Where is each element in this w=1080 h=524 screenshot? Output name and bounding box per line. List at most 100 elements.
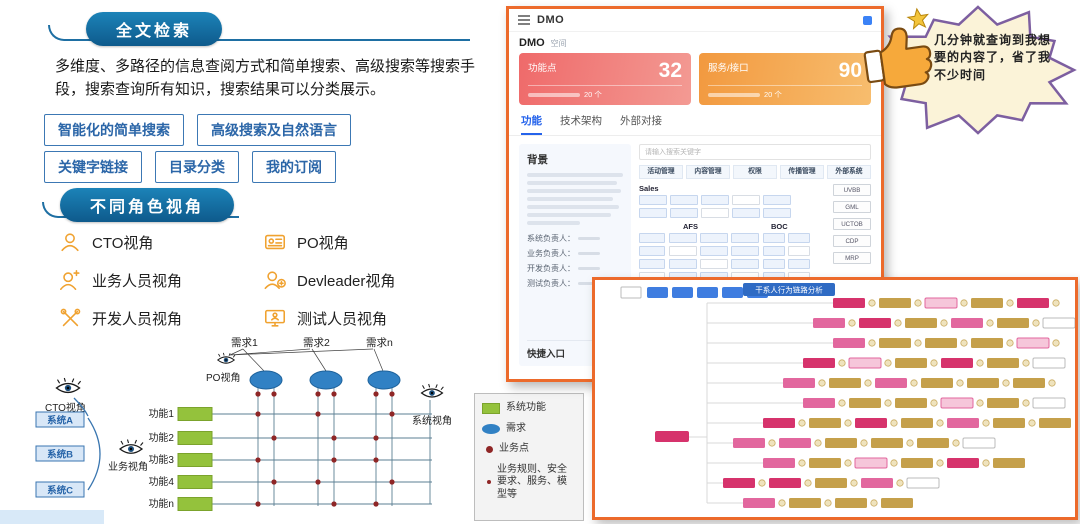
tree-node[interactable] <box>993 418 1025 428</box>
tree-node[interactable] <box>813 318 845 328</box>
org-node-box[interactable] <box>700 246 728 256</box>
tree-node[interactable] <box>1032 397 1066 409</box>
tree-node[interactable] <box>789 498 821 508</box>
tab-0[interactable]: 功能 <box>521 113 542 135</box>
user-avatar[interactable] <box>863 15 872 25</box>
toolbar-button[interactable] <box>647 287 668 298</box>
tree-node[interactable] <box>895 398 927 408</box>
tree-node[interactable] <box>940 397 974 409</box>
tree-node[interactable] <box>733 438 765 448</box>
org-node-box[interactable] <box>670 208 698 218</box>
tree-node[interactable] <box>1042 317 1076 329</box>
tree-node[interactable] <box>901 418 933 428</box>
org-node-box[interactable] <box>788 233 810 243</box>
tree-node[interactable] <box>901 458 933 468</box>
tree-root-node[interactable] <box>655 431 689 442</box>
tree-node[interactable] <box>1032 357 1066 369</box>
org-node-box[interactable] <box>700 233 728 243</box>
org-node-box[interactable] <box>669 259 697 269</box>
tree-node[interactable] <box>962 437 996 449</box>
org-node-box[interactable] <box>788 246 810 256</box>
tree-node[interactable] <box>833 338 865 348</box>
tree-node[interactable] <box>723 478 755 488</box>
org-node-box[interactable] <box>731 246 759 256</box>
menu-icon[interactable] <box>518 15 530 25</box>
org-node-box[interactable] <box>731 259 759 269</box>
tree-node[interactable] <box>743 498 775 508</box>
org-node-box[interactable] <box>763 233 785 243</box>
tree-node[interactable] <box>783 378 815 388</box>
tree-node[interactable] <box>951 318 983 328</box>
tree-node[interactable] <box>848 357 882 369</box>
org-node-box[interactable] <box>639 208 667 218</box>
tree-node[interactable] <box>871 438 903 448</box>
selected-node[interactable] <box>743 283 835 296</box>
org-node-box[interactable] <box>763 259 785 269</box>
tree-node[interactable] <box>875 378 907 388</box>
tree-node[interactable] <box>861 478 893 488</box>
tree-node[interactable] <box>849 398 881 408</box>
org-node-box[interactable] <box>732 208 760 218</box>
tree-node[interactable] <box>809 458 841 468</box>
toolbar-button[interactable] <box>620 286 642 299</box>
org-node-box[interactable] <box>763 195 791 205</box>
tree-node[interactable] <box>829 378 861 388</box>
org-node-box[interactable] <box>639 233 665 243</box>
tree-node[interactable] <box>925 338 957 348</box>
org-external-system[interactable]: UVBB <box>833 184 871 196</box>
tree-node[interactable] <box>763 418 795 428</box>
tree-node[interactable] <box>987 398 1019 408</box>
tree-node[interactable] <box>859 318 891 328</box>
tree-node[interactable] <box>971 298 1003 308</box>
tree-node[interactable] <box>833 298 865 308</box>
tree-node[interactable] <box>855 418 887 428</box>
tree-node[interactable] <box>803 398 835 408</box>
tree-node[interactable] <box>971 338 1003 348</box>
org-node-box[interactable] <box>731 233 759 243</box>
tree-node[interactable] <box>879 338 911 348</box>
tree-node[interactable] <box>947 458 979 468</box>
tree-node[interactable] <box>769 478 801 488</box>
tree-node[interactable] <box>917 438 949 448</box>
tree-node[interactable] <box>921 378 953 388</box>
org-external-system[interactable]: GML <box>833 201 871 213</box>
tree-node[interactable] <box>947 418 979 428</box>
toolbar-button[interactable] <box>697 287 718 298</box>
tree-node[interactable] <box>835 498 867 508</box>
tab-1[interactable]: 技术架构 <box>560 115 602 127</box>
tree-node[interactable] <box>854 457 888 469</box>
toolbar-button[interactable] <box>722 287 743 298</box>
tree-node[interactable] <box>997 318 1029 328</box>
org-node-box[interactable] <box>670 195 698 205</box>
org-node-box[interactable] <box>639 259 665 269</box>
quick-entry-link[interactable]: 快捷入口 <box>527 340 623 360</box>
tree-node[interactable] <box>906 477 940 489</box>
toolbar-button[interactable] <box>672 287 693 298</box>
org-node-box[interactable] <box>763 246 785 256</box>
tree-node[interactable] <box>763 458 795 468</box>
tree-node[interactable] <box>825 438 857 448</box>
tree-node[interactable] <box>987 358 1019 368</box>
org-node-box[interactable] <box>732 195 760 205</box>
org-node-box[interactable] <box>639 246 665 256</box>
tree-node[interactable] <box>1017 298 1049 308</box>
tree-node[interactable] <box>815 478 847 488</box>
org-external-system[interactable]: CDP <box>833 235 871 247</box>
tree-node[interactable] <box>924 297 958 309</box>
org-node-box[interactable] <box>700 259 728 269</box>
org-node-box[interactable] <box>701 208 729 218</box>
org-node-box[interactable] <box>763 208 791 218</box>
tree-node[interactable] <box>879 298 911 308</box>
tree-node[interactable] <box>779 438 811 448</box>
org-external-system[interactable]: UCTOB <box>833 218 871 230</box>
tree-node[interactable] <box>941 358 973 368</box>
org-node-box[interactable] <box>639 195 667 205</box>
tree-node[interactable] <box>881 498 913 508</box>
search-input[interactable]: 请输入搜索关键字 <box>639 144 871 160</box>
tree-node[interactable] <box>895 358 927 368</box>
tree-node[interactable] <box>905 318 937 328</box>
tree-node[interactable] <box>967 378 999 388</box>
tree-node[interactable] <box>803 358 835 368</box>
tree-node[interactable] <box>1039 418 1071 428</box>
org-node-box[interactable] <box>669 233 697 243</box>
